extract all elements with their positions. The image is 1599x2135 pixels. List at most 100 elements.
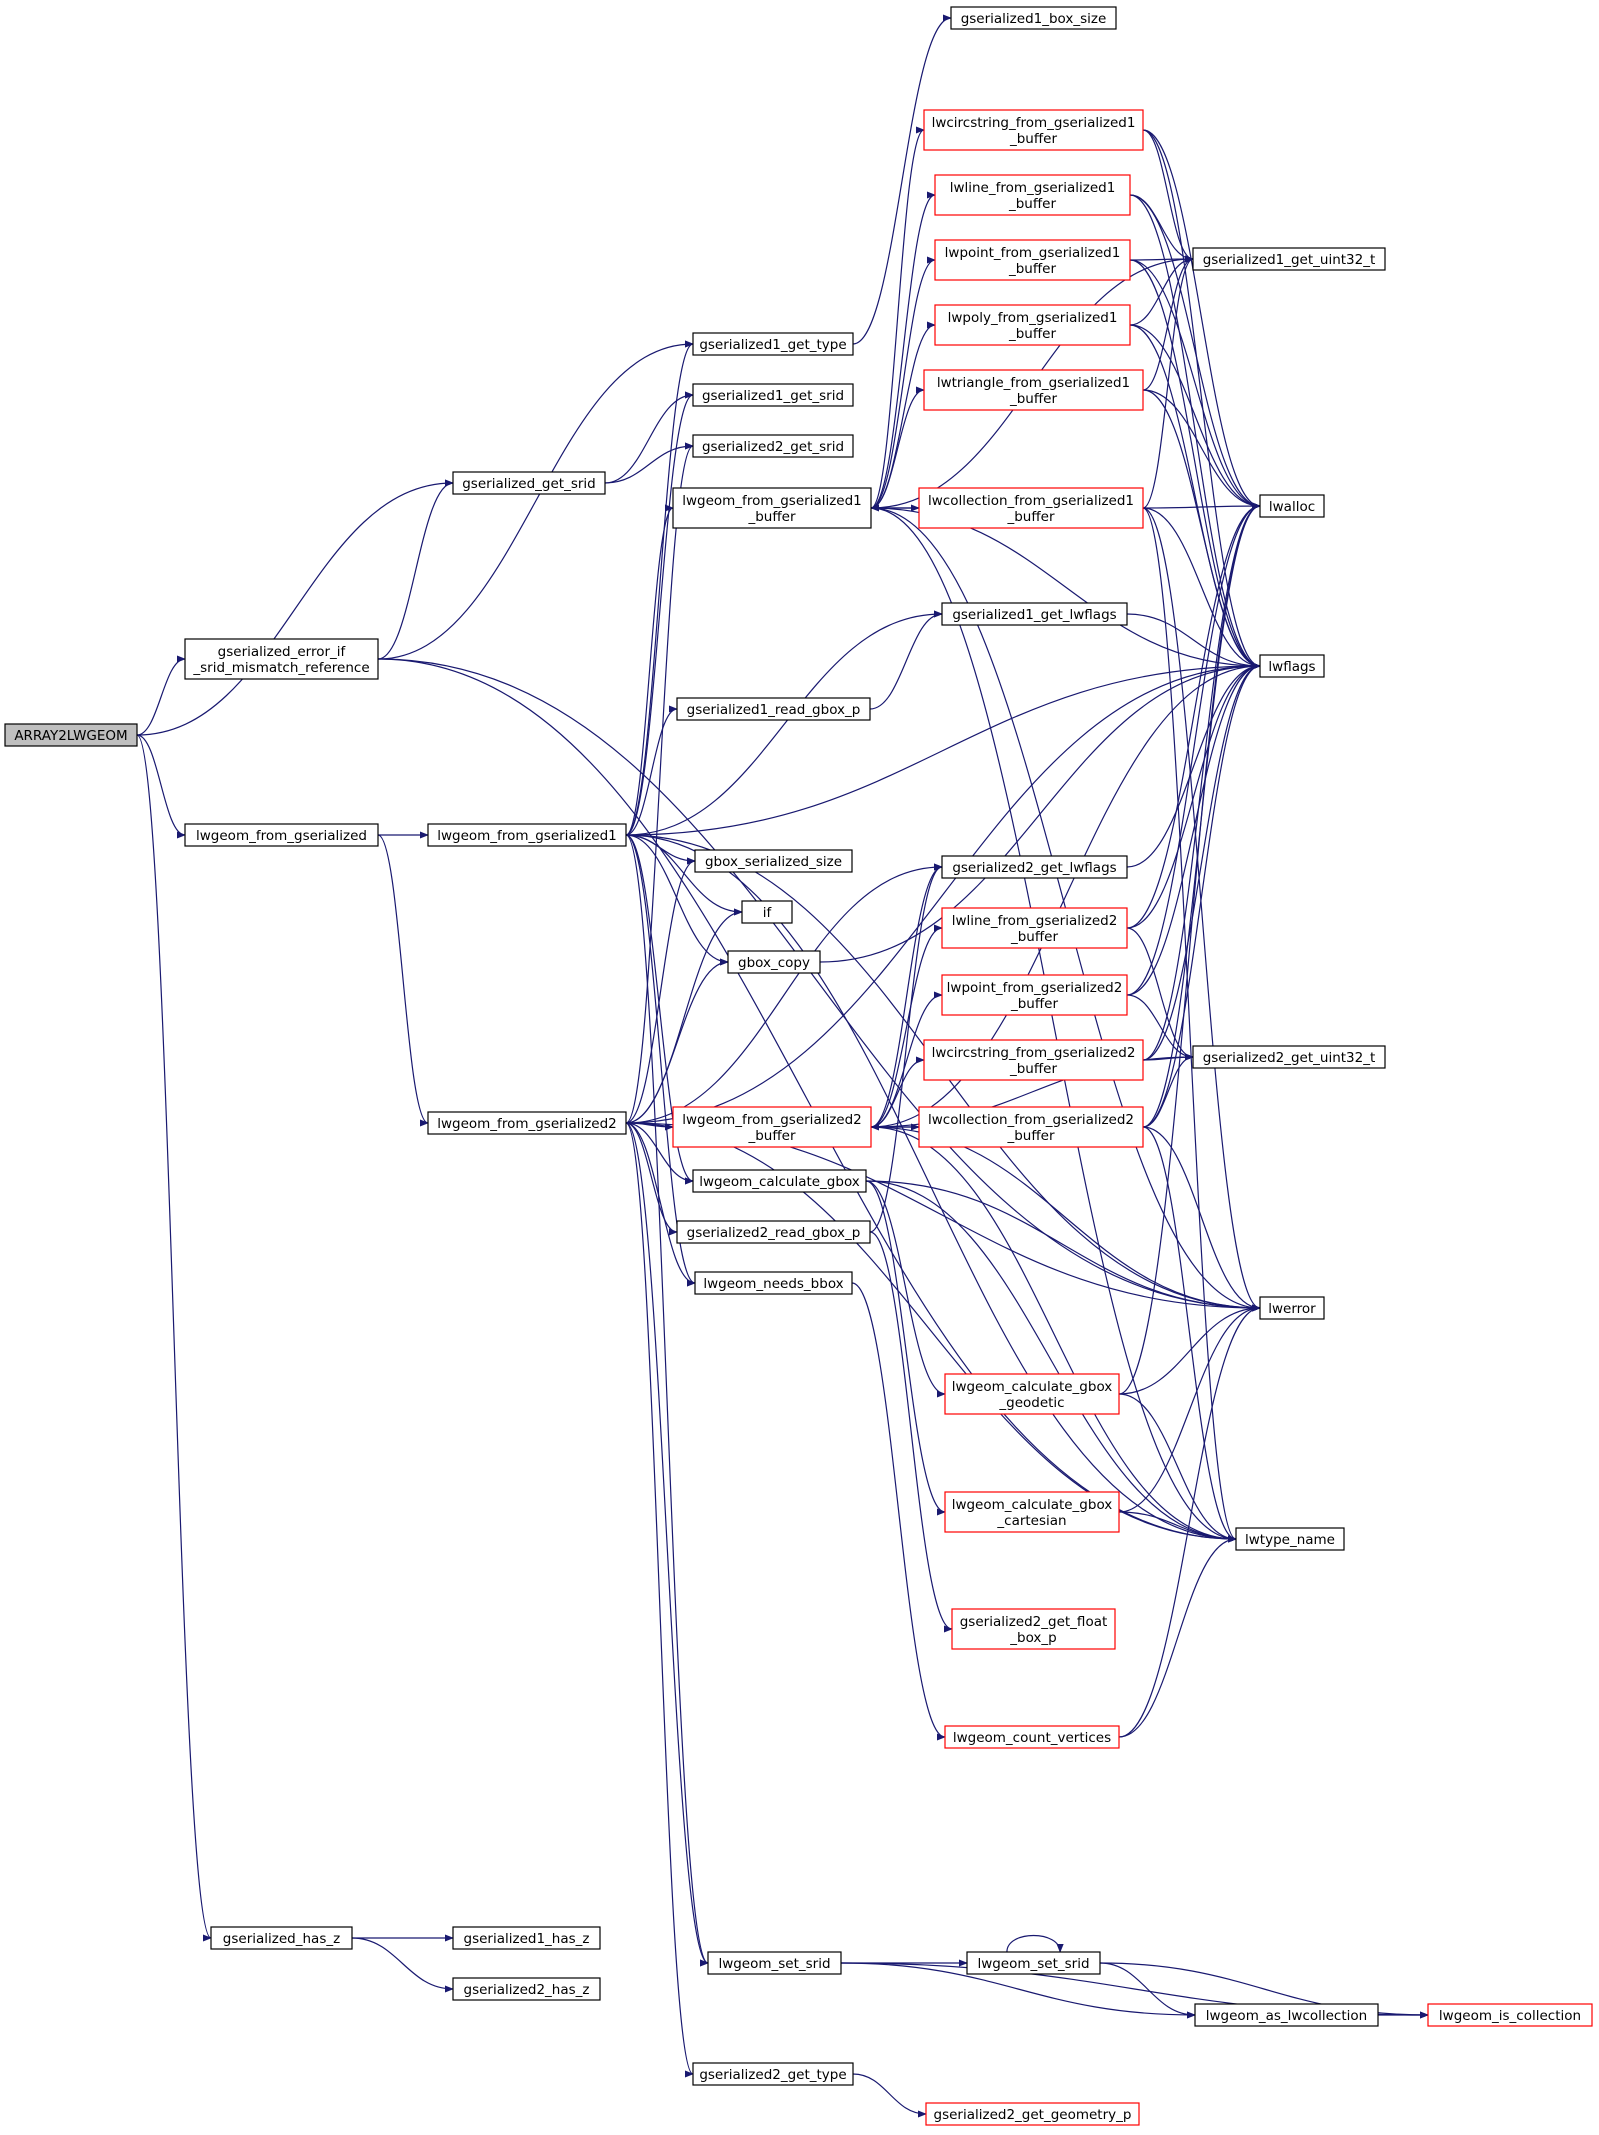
node-lwline_from_gserialized1_buffer[interactable]: lwline_from_gserialized1_buffer: [934, 174, 1131, 216]
edge-gserialized_get_srid-to-gserialized2_get_srid: [604, 442, 694, 484]
node-lwline_from_gserialized2_buffer[interactable]: lwline_from_gserialized2_buffer: [941, 907, 1128, 949]
node-lwgeom_calculate_gbox[interactable]: lwgeom_calculate_gbox: [692, 1169, 867, 1193]
node-gserialized_has_z[interactable]: gserialized_has_z: [210, 1926, 353, 1950]
node-label: lwerror: [1268, 1301, 1316, 1317]
node-lwgeom_set_srid_inner[interactable]: lwgeom_set_srid: [966, 1951, 1101, 1975]
node-label: gserialized2_get_type: [699, 2067, 846, 2083]
node-box: [692, 383, 854, 407]
node-label: gserialized1_get_type: [699, 337, 846, 353]
edge-lwgeom_from_gserialized1_buffer-to-lwpoint_from_gserialized1_buffer: [870, 256, 936, 509]
node-array2lwgeom[interactable]: ARRAY2LWGEOM: [4, 723, 138, 747]
edge-gserialized1_get_lwflags-to-lwflags: [1126, 613, 1261, 670]
node-label: _buffer: [1009, 131, 1057, 147]
node-label: lwgeom_calculate_gbox: [699, 1174, 860, 1190]
node-label: lwgeom_from_gserialized1: [682, 493, 862, 509]
edge-array2lwgeom-to-gserialized_has_z: [136, 734, 212, 1942]
node-gserialized2_get_type[interactable]: gserialized2_get_type: [692, 2062, 854, 2086]
node-lwgeom_as_lwcollection[interactable]: lwgeom_as_lwcollection: [1194, 2003, 1379, 2027]
edge-lwpoint_from_gserialized2_buffer-to-lwalloc: [1126, 502, 1261, 996]
edge-gserialized_has_z-to-gserialized2_has_z: [351, 1937, 454, 1993]
edge-lwgeom_calculate_gbox-to-lwtype_name: [865, 1180, 1237, 1543]
node-gserialized_error_if_srid_mismatch_reference[interactable]: gserialized_error_if_srid_mismatch_refer…: [184, 638, 379, 680]
node-label: lwflags: [1268, 659, 1315, 675]
node-gserialized1_get_uint32_t[interactable]: gserialized1_get_uint32_t: [1192, 247, 1386, 271]
node-label: lwcollection_from_gserialized1: [928, 493, 1134, 509]
node-lwpoint_from_gserialized1_buffer[interactable]: lwpoint_from_gserialized1_buffer: [934, 239, 1131, 281]
node-lwgeom_is_collection[interactable]: lwgeom_is_collection: [1427, 2003, 1593, 2027]
node-box: [427, 1111, 627, 1135]
node-gserialized2_get_geometry_p[interactable]: gserialized2_get_geometry_p: [925, 2102, 1140, 2126]
edge-lwtriangle_from_gserialized1_buffer-to-lwflags: [1142, 389, 1261, 670]
node-lwalloc[interactable]: lwalloc: [1259, 494, 1325, 518]
node-lwcircstring_from_gserialized2_buffer[interactable]: lwcircstring_from_gserialized2_buffer: [923, 1039, 1144, 1081]
node-lwgeom_set_srid[interactable]: lwgeom_set_srid: [707, 1951, 842, 1975]
node-gserialized2_read_gbox_p[interactable]: gserialized2_read_gbox_p: [676, 1220, 871, 1244]
edge-lwgeom_from_gserialized2-to-gbox_serialized_size: [625, 857, 696, 1124]
node-gserialized1_read_gbox_p[interactable]: gserialized1_read_gbox_p: [676, 697, 871, 721]
edge-lwgeom_from_gserialized2-to-gserialized2_read_gbox_p: [625, 1122, 678, 1236]
node-label: _cartesian: [996, 1513, 1066, 1529]
node-lwtriangle_from_gserialized1_buffer[interactable]: lwtriangle_from_gserialized1_buffer: [923, 369, 1144, 411]
node-gbox_serialized_size[interactable]: gbox_serialized_size: [694, 849, 853, 873]
edge-lwcollection_from_gserialized1_buffer-to-lwalloc: [1142, 502, 1261, 510]
edge-lwgeom_calculate_gbox_cartesian-to-lwerror: [1118, 1304, 1261, 1513]
node-lwpoint_from_gserialized2_buffer[interactable]: lwpoint_from_gserialized2_buffer: [941, 974, 1128, 1016]
node-lwcollection_from_gserialized1_buffer[interactable]: lwcollection_from_gserialized1_buffer: [918, 487, 1144, 529]
node-lwgeom_from_gserialized1_buffer[interactable]: lwgeom_from_gserialized1_buffer: [672, 487, 872, 529]
node-lwgeom_from_gserialized1[interactable]: lwgeom_from_gserialized1: [427, 823, 627, 847]
node-box: [676, 1220, 871, 1244]
node-lwgeom_count_vertices[interactable]: lwgeom_count_vertices: [944, 1725, 1120, 1749]
node-lwgeom_from_gserialized2[interactable]: lwgeom_from_gserialized2: [427, 1111, 627, 1135]
node-label: _box_p: [1009, 1630, 1056, 1646]
node-gserialized1_has_z[interactable]: gserialized1_has_z: [452, 1926, 601, 1950]
node-lwflags[interactable]: lwflags: [1259, 654, 1325, 678]
node-box: [1192, 247, 1386, 271]
node-gserialized2_has_z[interactable]: gserialized2_has_z: [452, 1977, 601, 2001]
node-lwgeom_from_gserialized[interactable]: lwgeom_from_gserialized: [184, 823, 379, 847]
node-label: _buffer: [1008, 261, 1056, 277]
node-gserialized_get_srid[interactable]: gserialized_get_srid: [452, 471, 606, 495]
node-label: gserialized1_box_size: [961, 11, 1107, 27]
node-gserialized2_get_srid[interactable]: gserialized2_get_srid: [692, 434, 854, 458]
node-lwpoly_from_gserialized1_buffer[interactable]: lwpoly_from_gserialized1_buffer: [934, 304, 1131, 346]
node-label: gserialized2_has_z: [464, 1982, 590, 1998]
edge-lwgeom_count_vertices-to-lwtype_name: [1118, 1535, 1237, 1738]
node-gserialized2_get_uint32_t[interactable]: gserialized2_get_uint32_t: [1192, 1045, 1386, 1069]
node-box: [925, 2102, 1140, 2126]
node-lwerror[interactable]: lwerror: [1259, 1296, 1325, 1320]
node-label: lwpoint_from_gserialized1: [945, 245, 1121, 261]
node-lwgeom_from_gserialized2_buffer[interactable]: lwgeom_from_gserialized2_buffer: [672, 1106, 872, 1148]
edge-lwgeom_from_gserialized2_buffer-to-lwtype_name: [870, 1126, 1237, 1543]
node-label: lwgeom_is_collection: [1439, 2008, 1581, 2024]
node-gserialized1_get_srid[interactable]: gserialized1_get_srid: [692, 383, 854, 407]
node-if[interactable]: if: [741, 900, 793, 924]
edge-lwgeom_from_gserialized2-to-lwgeom_set_srid: [625, 1122, 709, 1967]
node-label: lwgeom_calculate_gbox: [952, 1379, 1113, 1395]
edge-gserialized_error_if_srid_mismatch_reference-to-lwerror: [377, 658, 1261, 1312]
edge-array2lwgeom-to-lwgeom_from_gserialized: [136, 734, 186, 839]
node-lwgeom_calculate_gbox_geodetic[interactable]: lwgeom_calculate_gbox_geodetic: [944, 1373, 1120, 1415]
edge-lwcollection_from_gserialized1_buffer-to-gserialized1_get_uint32_t: [1142, 255, 1194, 509]
node-lwtype_name[interactable]: lwtype_name: [1235, 1527, 1345, 1551]
edge-gserialized1_read_gbox_p-to-gserialized1_get_lwflags: [869, 610, 943, 710]
edge-lwgeom_from_gserialized1-to-gserialized1_get_lwflags: [625, 610, 943, 836]
node-box: [941, 602, 1128, 626]
node-lwcollection_from_gserialized2_buffer[interactable]: lwcollection_from_gserialized2_buffer: [918, 1106, 1144, 1148]
node-gserialized2_get_lwflags[interactable]: gserialized2_get_lwflags: [941, 855, 1128, 879]
node-label: _buffer: [1010, 996, 1058, 1012]
node-gserialized1_get_lwflags[interactable]: gserialized1_get_lwflags: [941, 602, 1128, 626]
node-label: lwgeom_set_srid: [718, 1956, 830, 1972]
edge-lwcircstring_from_gserialized2_buffer-to-lwalloc: [1142, 502, 1261, 1061]
node-lwcircstring_from_gserialized1_buffer[interactable]: lwcircstring_from_gserialized1_buffer: [923, 109, 1144, 151]
node-lwgeom_calculate_gbox_cartesian[interactable]: lwgeom_calculate_gbox_cartesian: [944, 1491, 1120, 1533]
node-label: _buffer: [1008, 326, 1056, 342]
node-gbox_copy[interactable]: gbox_copy: [727, 950, 821, 974]
node-box: [4, 723, 138, 747]
node-lwgeom_needs_bbox[interactable]: lwgeom_needs_bbox: [694, 1271, 853, 1295]
node-label: lwgeom_as_lwcollection: [1206, 2008, 1367, 2024]
node-gserialized1_box_size[interactable]: gserialized1_box_size: [950, 6, 1117, 30]
node-gserialized2_get_float_box_p[interactable]: gserialized2_get_float_box_p: [951, 1608, 1116, 1650]
node-label: _buffer: [1009, 391, 1057, 407]
node-box: [676, 697, 871, 721]
node-gserialized1_get_type[interactable]: gserialized1_get_type: [692, 332, 854, 356]
